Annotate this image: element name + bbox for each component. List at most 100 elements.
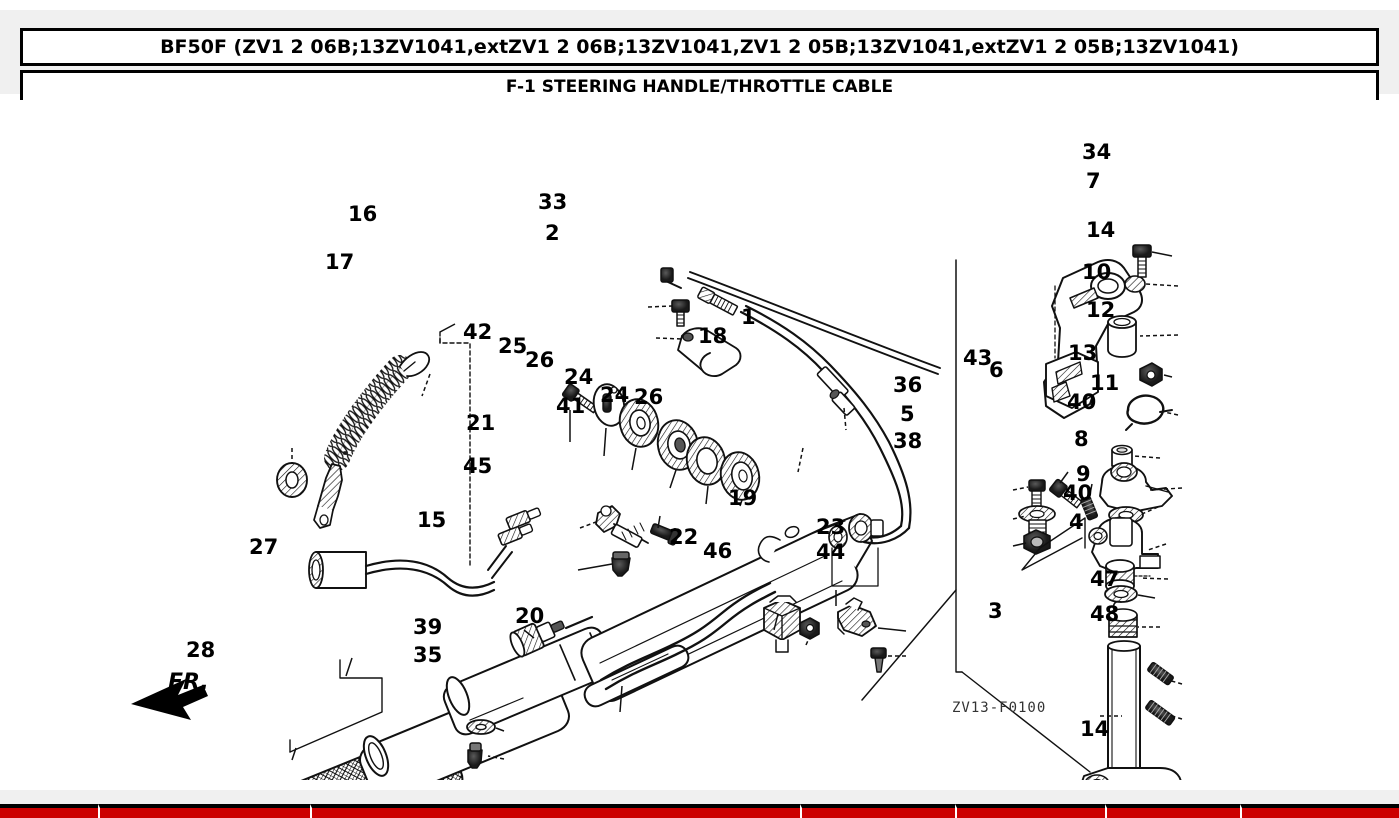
part-21-cable-joint — [595, 505, 649, 548]
callout-ref-23[interactable]: 23 — [816, 515, 846, 539]
part-24-friction-washer-b — [685, 436, 727, 486]
parts-table-header-cell-7[interactable] — [1240, 804, 1399, 818]
callout-ref-41[interactable]: 41 — [556, 394, 586, 418]
callout-ref-3[interactable]: 3 — [988, 599, 1003, 623]
callout-ref-16[interactable]: 16 — [348, 202, 378, 226]
callout-ref-13[interactable]: 13 — [1068, 341, 1098, 365]
part-17-emergency-stop-lanyard — [313, 351, 431, 529]
part-19-cable-end — [828, 513, 884, 587]
callout-ref-15[interactable]: 15 — [417, 508, 447, 532]
callout-ref-20[interactable]: 20 — [515, 604, 545, 628]
callout-ref-27[interactable]: 27 — [249, 535, 279, 559]
callout-ref-21[interactable]: 21 — [466, 411, 496, 435]
part-35-screw — [467, 742, 483, 769]
parts-table-header-cell-6[interactable] — [1105, 804, 1240, 818]
callout-ref-35[interactable]: 35 — [413, 643, 443, 667]
part-48-pin — [1145, 699, 1176, 726]
callout-ref-26[interactable]: 26 — [525, 348, 555, 372]
callout-ref-42[interactable]: 42 — [463, 320, 493, 344]
callout-ref-6[interactable]: 6 — [989, 358, 1004, 382]
part-22-clamp-block — [763, 595, 801, 653]
parts-table-strip — [0, 790, 1399, 818]
part-11-swivel-arm — [1099, 462, 1173, 513]
callout-ref-26[interactable]: 26 — [634, 385, 664, 409]
header-band: BF50F (ZV1 2 06B;13ZV1041,extZV1 2 06B;1… — [0, 10, 1399, 104]
part-25-plate — [592, 383, 626, 427]
part-7-steering-bracket — [1043, 259, 1146, 419]
part-44-bolt — [870, 647, 887, 673]
front-direction-arrow — [131, 679, 208, 720]
callout-ref-45[interactable]: 45 — [463, 454, 493, 478]
callout-ref-43[interactable]: 43 — [963, 346, 993, 370]
parts-table-header-cell-3[interactable] — [310, 804, 800, 818]
part-43-bolt — [1049, 478, 1083, 509]
part-16-assembly-bracket — [439, 331, 471, 569]
callout-ref-9[interactable]: 9 — [1076, 462, 1091, 486]
callout-ref-12[interactable]: 12 — [1086, 298, 1116, 322]
callout-ref-24[interactable]: 24 — [600, 383, 630, 407]
part-12-clamp-ring — [1125, 394, 1173, 431]
part-39-washer — [466, 719, 496, 735]
part-14-bushing-upper — [1107, 315, 1137, 358]
callout-ref-46[interactable]: 46 — [703, 539, 733, 563]
parts-table-header-cell-5[interactable] — [955, 804, 1105, 818]
part-2-cable-clamp — [677, 327, 742, 378]
part-42-bolt — [561, 383, 599, 414]
diagram-illustration — [131, 244, 1183, 780]
callout-ref-8[interactable]: 8 — [1074, 427, 1089, 451]
callout-ref-2[interactable]: 2 — [545, 221, 560, 245]
callout-ref-48[interactable]: 48 — [1090, 602, 1120, 626]
parts-table-header-cell-4[interactable] — [800, 804, 955, 818]
callout-ref-25[interactable]: 25 — [498, 334, 528, 358]
part-8-swivel-bracket — [1088, 517, 1161, 575]
callout-ref-24[interactable]: 24 — [564, 365, 594, 389]
parts-table-header-cell-1[interactable] — [0, 804, 98, 818]
callout-ref-36[interactable]: 36 — [893, 373, 923, 397]
part-15-cable-fitting — [509, 615, 594, 658]
callout-ref-38[interactable]: 38 — [893, 429, 923, 453]
part-26-friction-washer-a — [618, 398, 660, 448]
section-title: F-1 STEERING HANDLE/THROTTLE CABLE — [505, 77, 894, 97]
parts-table-header-cell-2[interactable] — [98, 804, 310, 818]
callout-ref-1[interactable]: 1 — [741, 305, 756, 329]
callout-leader-lines — [291, 251, 1183, 761]
callout-ref-28[interactable]: 28 — [186, 638, 216, 662]
callout-ref-40[interactable]: 40 — [1067, 390, 1097, 414]
part-45-screw — [611, 551, 631, 577]
callout-ref-18[interactable]: 18 — [698, 324, 728, 348]
part-46-nut — [799, 617, 820, 640]
callout-ref-40[interactable]: 40 — [1063, 481, 1093, 505]
callout-ref-14[interactable]: 14 — [1086, 218, 1116, 242]
part-23-cable-holder — [837, 597, 877, 637]
section-title-box: F-1 STEERING HANDLE/THROTTLE CABLE — [20, 70, 1379, 104]
part-4-spring-bushing — [1108, 600, 1138, 638]
front-direction-label: FR. — [168, 670, 209, 695]
callout-ref-47[interactable]: 47 — [1090, 567, 1120, 591]
part-38-nut — [1023, 529, 1051, 555]
callout-ref-22[interactable]: 22 — [669, 525, 699, 549]
stop-switch-body — [308, 451, 542, 597]
part-47-pin — [1147, 661, 1174, 686]
model-title: BF50F (ZV1 2 06B;13ZV1041,extZV1 2 06B;1… — [160, 36, 1239, 58]
callout-ref-4[interactable]: 4 — [1069, 510, 1084, 534]
part-3-steering-shaft — [1081, 640, 1182, 780]
parts-table-header-row — [0, 804, 1399, 818]
callout-ref-39[interactable]: 39 — [413, 615, 443, 639]
callout-ref-44[interactable]: 44 — [816, 540, 846, 564]
callout-ref-19[interactable]: 19 — [728, 486, 758, 510]
part-10-fitting — [1139, 362, 1163, 387]
part-41-clip — [649, 523, 681, 546]
part-40-washer-lower — [1104, 585, 1138, 603]
callout-ref-5[interactable]: 5 — [900, 402, 915, 426]
callout-ref-7[interactable]: 7 — [1086, 169, 1101, 193]
callout-ref-33[interactable]: 33 — [538, 190, 568, 214]
callout-ref-11[interactable]: 11 — [1090, 371, 1120, 395]
callout-ref-14[interactable]: 14 — [1080, 717, 1110, 741]
part-6-spring-pin — [1080, 495, 1099, 521]
callout-ref-17[interactable]: 17 — [325, 250, 355, 274]
part-1-throttle-cable — [660, 267, 941, 545]
model-title-box: BF50F (ZV1 2 06B;13ZV1041,extZV1 2 06B;1… — [20, 28, 1379, 66]
callout-ref-34[interactable]: 34 — [1082, 140, 1112, 164]
part-37-grommet — [276, 462, 308, 498]
callout-ref-10[interactable]: 10 — [1082, 260, 1112, 284]
